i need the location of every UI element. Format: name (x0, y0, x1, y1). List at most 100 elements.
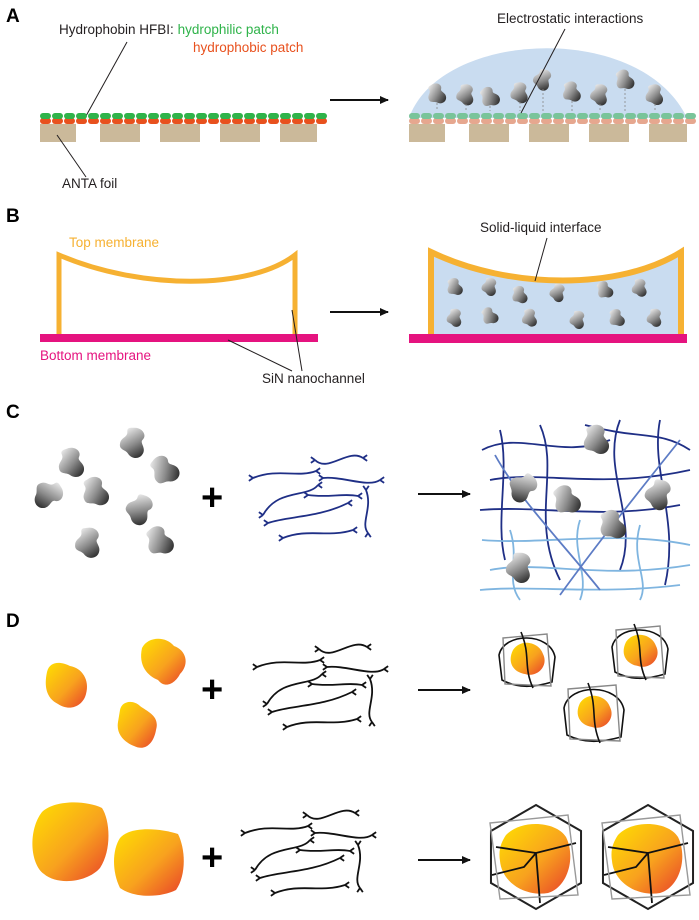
hydrophilic-pill (100, 113, 111, 119)
hydrophobic-pill (196, 118, 207, 124)
hydrophilic-pill (52, 113, 63, 119)
hydrophilic-pill (673, 113, 684, 119)
encapsulated-small (498, 623, 669, 744)
polymer-strand-icon (262, 484, 319, 516)
electrostatic-label: Electrostatic interactions (497, 11, 644, 26)
hydrophilic-pill (184, 113, 195, 119)
hydrophobic-layer-left (40, 118, 327, 124)
hydrophobic-pill (136, 118, 147, 124)
strand-end (262, 700, 268, 708)
polymer-strand-icon (286, 718, 358, 728)
cage-strand-gray (615, 625, 665, 679)
proteins-gray-cluster (31, 424, 183, 560)
strand-end (352, 526, 358, 534)
hydrophobic-pill (565, 118, 576, 124)
polymer-strand-icon (271, 691, 353, 713)
protein-gray-icon (142, 522, 177, 559)
network-strand (481, 537, 691, 546)
hydrophobic-pill (529, 118, 540, 124)
hydrophobic-layer-right (409, 118, 696, 124)
plus-sign: + (201, 837, 223, 879)
hydrophobic-pill (64, 118, 75, 124)
hydrophobic-pill (661, 118, 672, 124)
strand-end (379, 476, 385, 484)
network-strand (494, 454, 601, 591)
strand-end (349, 847, 355, 855)
hydrophilic-pill (589, 113, 600, 119)
top-membrane-left (56, 249, 298, 335)
hydrophobic-pill (493, 118, 504, 124)
cage-strand (633, 623, 647, 681)
hydrophilic-pill (601, 113, 612, 119)
hydrophilic-pill (232, 113, 243, 119)
strand-end (270, 889, 276, 897)
foil-label: ANTA foil (62, 176, 117, 191)
hydrophilic-pill (457, 113, 468, 119)
strand-end (302, 811, 308, 819)
protein-gray-icon (80, 474, 111, 509)
protein-gray-icon (72, 524, 105, 560)
panel-letter-a: A (6, 6, 20, 27)
plus-sign: + (201, 669, 223, 711)
hydrophobic-pill (469, 118, 480, 124)
bottom-membrane-right (409, 334, 687, 343)
electrostatic-leader-line (520, 28, 566, 114)
panel-letter-d: D (6, 611, 20, 632)
hydrophobic-pill (100, 118, 111, 124)
cage-strand-gray (567, 684, 621, 742)
polymer-strands-black-1 (252, 643, 389, 731)
strand-end (344, 881, 350, 889)
cage-strand-gray (502, 633, 552, 687)
hydrophilic-pill (469, 113, 480, 119)
bottom-membrane-left (40, 334, 318, 342)
hydrophobic-pill (184, 118, 195, 124)
strand-end (357, 492, 363, 500)
hydrophobic-pill (553, 118, 564, 124)
hydrophilic-pill (481, 113, 492, 119)
strand-end (347, 499, 353, 507)
protein-orange-icon (114, 829, 184, 896)
cage-strand-gray (601, 814, 691, 900)
hydrophilic-pill (409, 113, 420, 119)
polymer-strand-icon (356, 844, 362, 889)
hydrophobic-pill (220, 118, 231, 124)
strand-end (310, 456, 316, 464)
protein-orange-icon (611, 823, 683, 894)
hydrophobic-pill (268, 118, 279, 124)
polymer-strand-icon (306, 809, 356, 820)
top-membrane-label: Top membrane (69, 235, 159, 250)
hydrophobic-pill (589, 118, 600, 124)
hydrophilic-pill (517, 113, 528, 119)
network-strand (576, 519, 584, 601)
strand-end (319, 656, 325, 664)
polymer-strand-icon (368, 678, 374, 723)
hydrophobic-pill (637, 118, 648, 124)
polymer-strand-icon (267, 502, 349, 524)
hydrophilic-layer-right (409, 113, 696, 119)
polymer-strand-icon (326, 665, 385, 673)
network-strand (559, 439, 681, 596)
polymer-strand-icon (274, 884, 346, 894)
encapsulated-large (489, 803, 695, 911)
hydrophilic-pill (661, 113, 672, 119)
solid-liquid-label: Solid-liquid interface (480, 220, 602, 235)
cage-strand (491, 842, 577, 904)
bottom-membrane-label: Bottom membrane (40, 348, 151, 363)
hydrophobic-pill (421, 118, 432, 124)
hydrophilic-pill (304, 113, 315, 119)
hydrophobic-pill (433, 118, 444, 124)
hydrophilic-pill (685, 113, 696, 119)
hydrophilic-pill (124, 113, 135, 119)
polymer-network (479, 419, 691, 601)
hydrophilic-pill (316, 113, 327, 119)
polymer-strand-icon (282, 529, 354, 539)
hydrophobic-pill (148, 118, 159, 124)
hydrophilic-pill (112, 113, 123, 119)
hydrophilic-pill (433, 113, 444, 119)
hydrophobic-pill (292, 118, 303, 124)
foil-left (40, 124, 317, 142)
protein-orange-icon (499, 823, 571, 894)
hydrophilic-pill (268, 113, 279, 119)
cage-strand (603, 842, 689, 904)
polymer-strand-icon (252, 470, 317, 479)
